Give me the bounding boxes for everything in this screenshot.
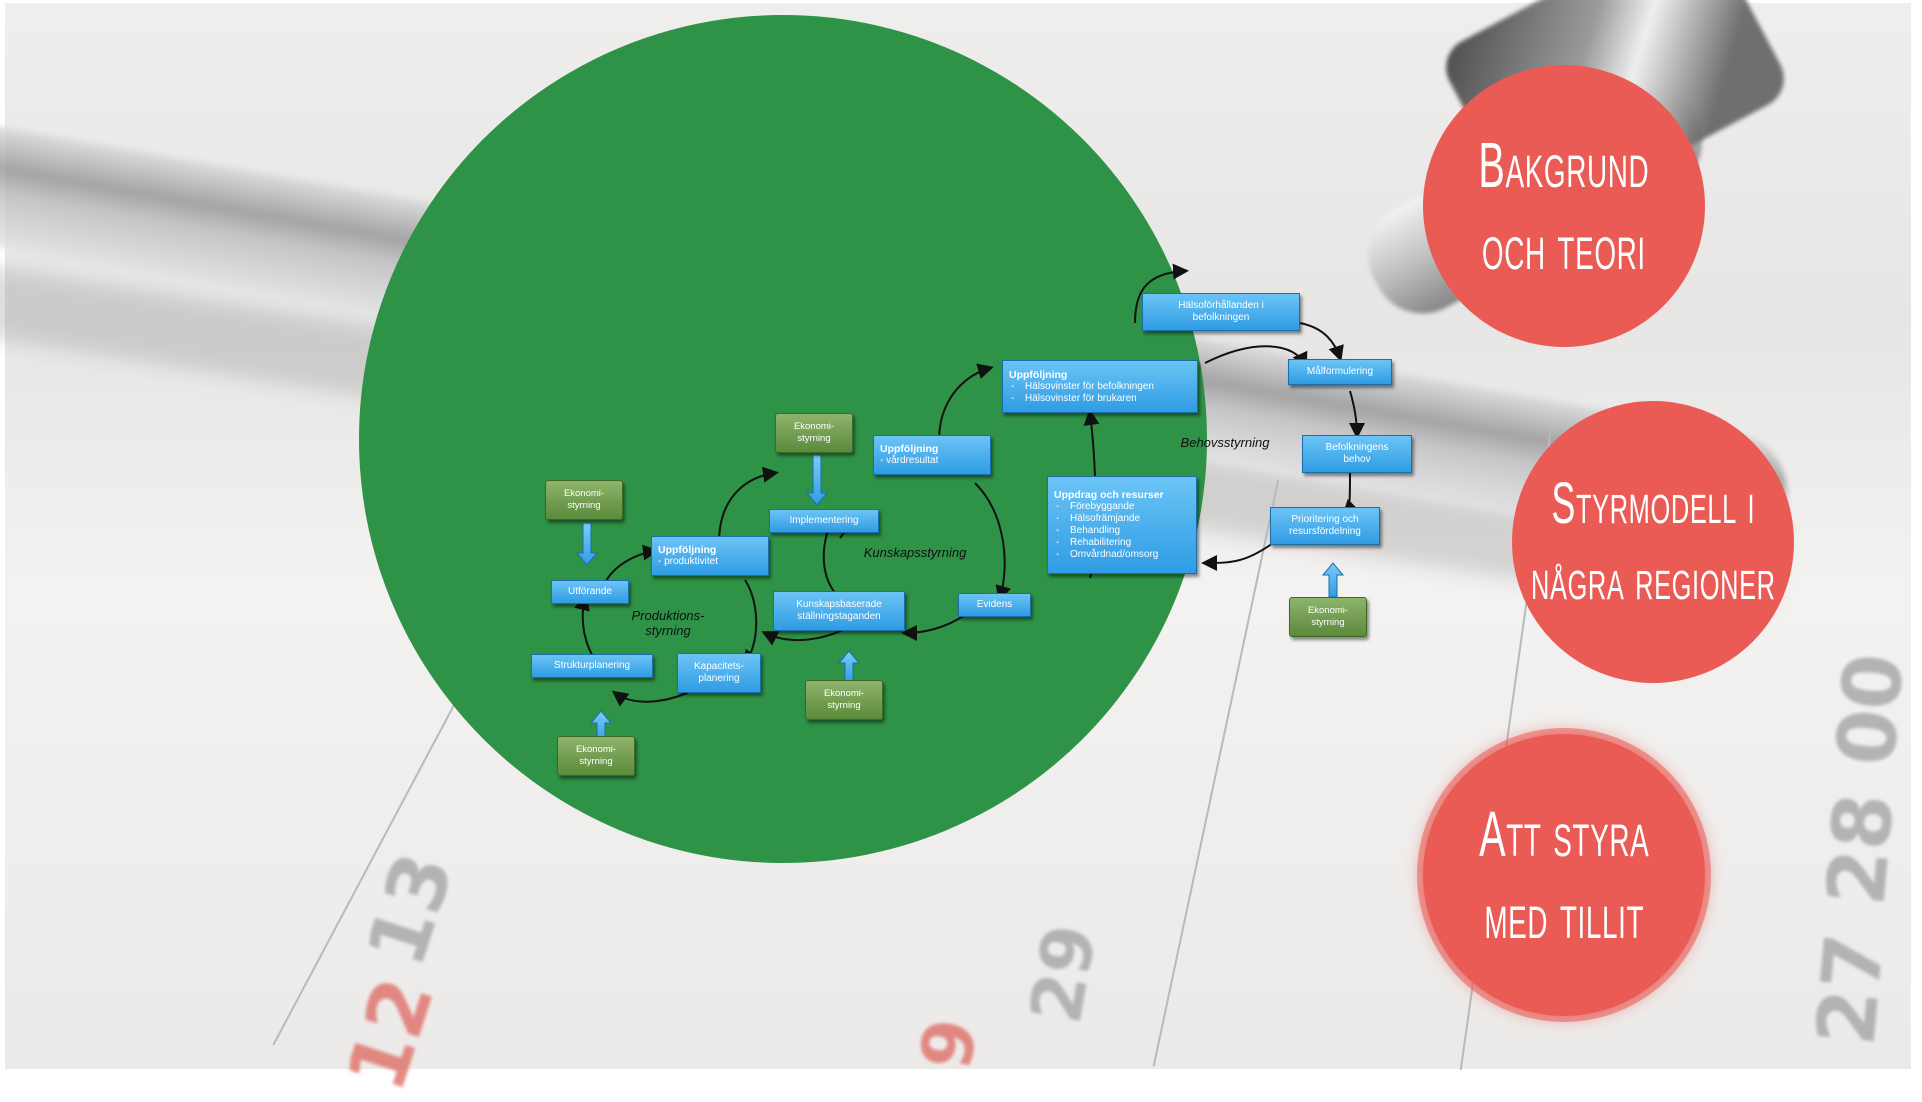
box-line: behov bbox=[1343, 454, 1371, 465]
box-list: Hälsovinster för befolkningen Hälsovinst… bbox=[1009, 381, 1191, 405]
label-produktionsstyrning: Produktions- styrning bbox=[613, 608, 723, 638]
box-line: Implementering bbox=[789, 515, 859, 526]
econ-box: Ekonomi-styrning bbox=[775, 413, 853, 453]
box-prioritering: Prioritering och resursfördelning bbox=[1270, 507, 1380, 545]
box-uppfoljning-befolkning: Uppföljning Hälsovinster för befolkninge… bbox=[1002, 360, 1198, 413]
arrow-curve bbox=[604, 544, 659, 584]
box-line: Målformulering bbox=[1306, 366, 1374, 377]
box-befolkningens-behov: Befolkningens behov bbox=[1302, 435, 1412, 473]
arrow-curve bbox=[1204, 345, 1308, 369]
arrow-curve bbox=[742, 579, 759, 667]
box-line: Hälsoförhållanden i bbox=[1178, 300, 1264, 311]
box-list-item: Behandling bbox=[1070, 525, 1190, 537]
box-line: Prioritering och bbox=[1291, 514, 1359, 525]
box-list-item: Hälsovinster för befolkningen bbox=[1025, 381, 1191, 393]
box-list-item: Omvårdnad/omsorg bbox=[1070, 549, 1190, 561]
arrow-curve bbox=[1348, 390, 1365, 439]
label-line: styrning bbox=[645, 623, 691, 638]
econ-line: Ekonomi- bbox=[823, 688, 865, 699]
box-list-item: Hälsofrämjande bbox=[1070, 513, 1190, 525]
box-line: Strukturplanering bbox=[553, 660, 631, 671]
nav-line: några regioner bbox=[1530, 547, 1776, 612]
econ-arrow bbox=[589, 710, 613, 744]
nav-label: Styrmodell i några regioner bbox=[1531, 466, 1776, 618]
econ-line: styrning bbox=[567, 500, 601, 511]
diagram-arrows bbox=[574, 263, 1365, 744]
econ-box: Ekonomi-styrning bbox=[805, 680, 883, 720]
box-implementering: Implementering bbox=[769, 509, 879, 533]
nav-bakgrund-och-teori[interactable]: Bakgrund och teori bbox=[1423, 65, 1705, 347]
nav-line: med tillit bbox=[1484, 880, 1644, 952]
arrow-curve bbox=[761, 628, 846, 646]
box-evidens: Evidens bbox=[958, 593, 1031, 617]
box-list: Förebyggande Hälsofrämjande Behandling R… bbox=[1054, 501, 1190, 561]
box-list-item: Rehabilitering bbox=[1070, 537, 1190, 549]
box-sub: - produktivitet bbox=[658, 556, 719, 567]
arrow-curve bbox=[901, 614, 966, 641]
nav-label: Bakgrund och teori bbox=[1479, 124, 1650, 288]
box-line: ställningstaganden bbox=[797, 611, 881, 622]
econ-line: styrning bbox=[579, 756, 613, 767]
box-uppfoljning-prod: Uppföljning - produktivitet bbox=[651, 536, 769, 576]
arrow-curve bbox=[1201, 542, 1274, 571]
nav-line: Bakgrund bbox=[1478, 129, 1650, 201]
econ-box: Ekonomi-styrning bbox=[557, 736, 635, 776]
label-behovsstyrning: Behovsstyrning bbox=[1180, 435, 1270, 450]
econ-arrow bbox=[1321, 562, 1345, 598]
econ-arrow bbox=[575, 522, 599, 566]
box-sub: - vårdresultat bbox=[880, 455, 939, 466]
econ-arrow bbox=[805, 454, 829, 506]
econ-box: Ekonomi-styrning bbox=[545, 480, 623, 520]
box-line: Befolkningens bbox=[1325, 442, 1389, 453]
nav-line: Att styra bbox=[1478, 798, 1650, 870]
econ-line: Ekonomi- bbox=[575, 744, 617, 755]
nav-styrmodell-regioner[interactable]: Styrmodell i några regioner bbox=[1512, 401, 1794, 683]
box-list-item: Hälsovinster för brukaren bbox=[1025, 393, 1191, 405]
econ-line: styrning bbox=[827, 700, 861, 711]
arrow-curve bbox=[1299, 322, 1344, 362]
nav-line: och teori bbox=[1482, 211, 1646, 283]
box-line: Kapacitets- bbox=[693, 661, 745, 672]
box-halsoforhallanden: Hälsoförhållanden i befolkningen bbox=[1142, 293, 1300, 331]
box-kapacitetsplanering: Kapacitets- planering bbox=[677, 653, 761, 693]
nav-label: Att styra med tillit bbox=[1479, 793, 1649, 957]
nav-line: Styrmodell i bbox=[1551, 471, 1755, 536]
label-kunskapsstyrning: Kunskapsstyrning bbox=[863, 545, 967, 560]
arrow-curve bbox=[718, 466, 779, 541]
box-strukturplanering: Strukturplanering bbox=[531, 654, 653, 678]
econ-line: Ekonomi- bbox=[563, 488, 605, 499]
box-uppdrag-resurser: Uppdrag och resurser Förebyggande Hälsof… bbox=[1047, 476, 1197, 574]
econ-line: styrning bbox=[797, 433, 831, 444]
arrow-curve bbox=[1134, 263, 1189, 324]
box-line: Evidens bbox=[976, 599, 1013, 610]
box-line: resursfördelning bbox=[1289, 526, 1361, 537]
box-uppfoljning-vard: Uppföljning - vårdresultat bbox=[873, 435, 991, 475]
box-title: Uppdrag och resurser bbox=[1054, 489, 1164, 501]
arrow-curve bbox=[974, 482, 1011, 602]
box-title: Uppföljning bbox=[658, 544, 717, 556]
econ-arrow bbox=[837, 650, 861, 684]
box-line: Kunskapsbaserade bbox=[796, 599, 882, 610]
econ-line: Ekonomi- bbox=[793, 421, 835, 432]
econ-box: Ekonomi-styrning bbox=[1289, 597, 1367, 637]
box-list-item: Förebyggande bbox=[1070, 501, 1190, 513]
box-title: Uppföljning bbox=[880, 443, 939, 455]
label-line: Produktions- bbox=[631, 608, 705, 623]
box-kunskapsbaserade: Kunskapsbaserade ställningstaganden bbox=[773, 591, 905, 631]
box-line: planering bbox=[698, 673, 740, 684]
box-utforande: Utförande bbox=[551, 580, 629, 604]
econ-line: Ekonomi- bbox=[1307, 605, 1349, 616]
box-line: befolkningen bbox=[1192, 312, 1250, 323]
nav-att-styra-med-tillit[interactable]: Att styra med tillit bbox=[1423, 734, 1705, 1016]
box-malformulering: Målformulering bbox=[1288, 359, 1392, 385]
box-title: Uppföljning bbox=[1009, 368, 1068, 381]
box-line: Utförande bbox=[568, 586, 612, 597]
econ-line: styrning bbox=[1311, 617, 1345, 628]
